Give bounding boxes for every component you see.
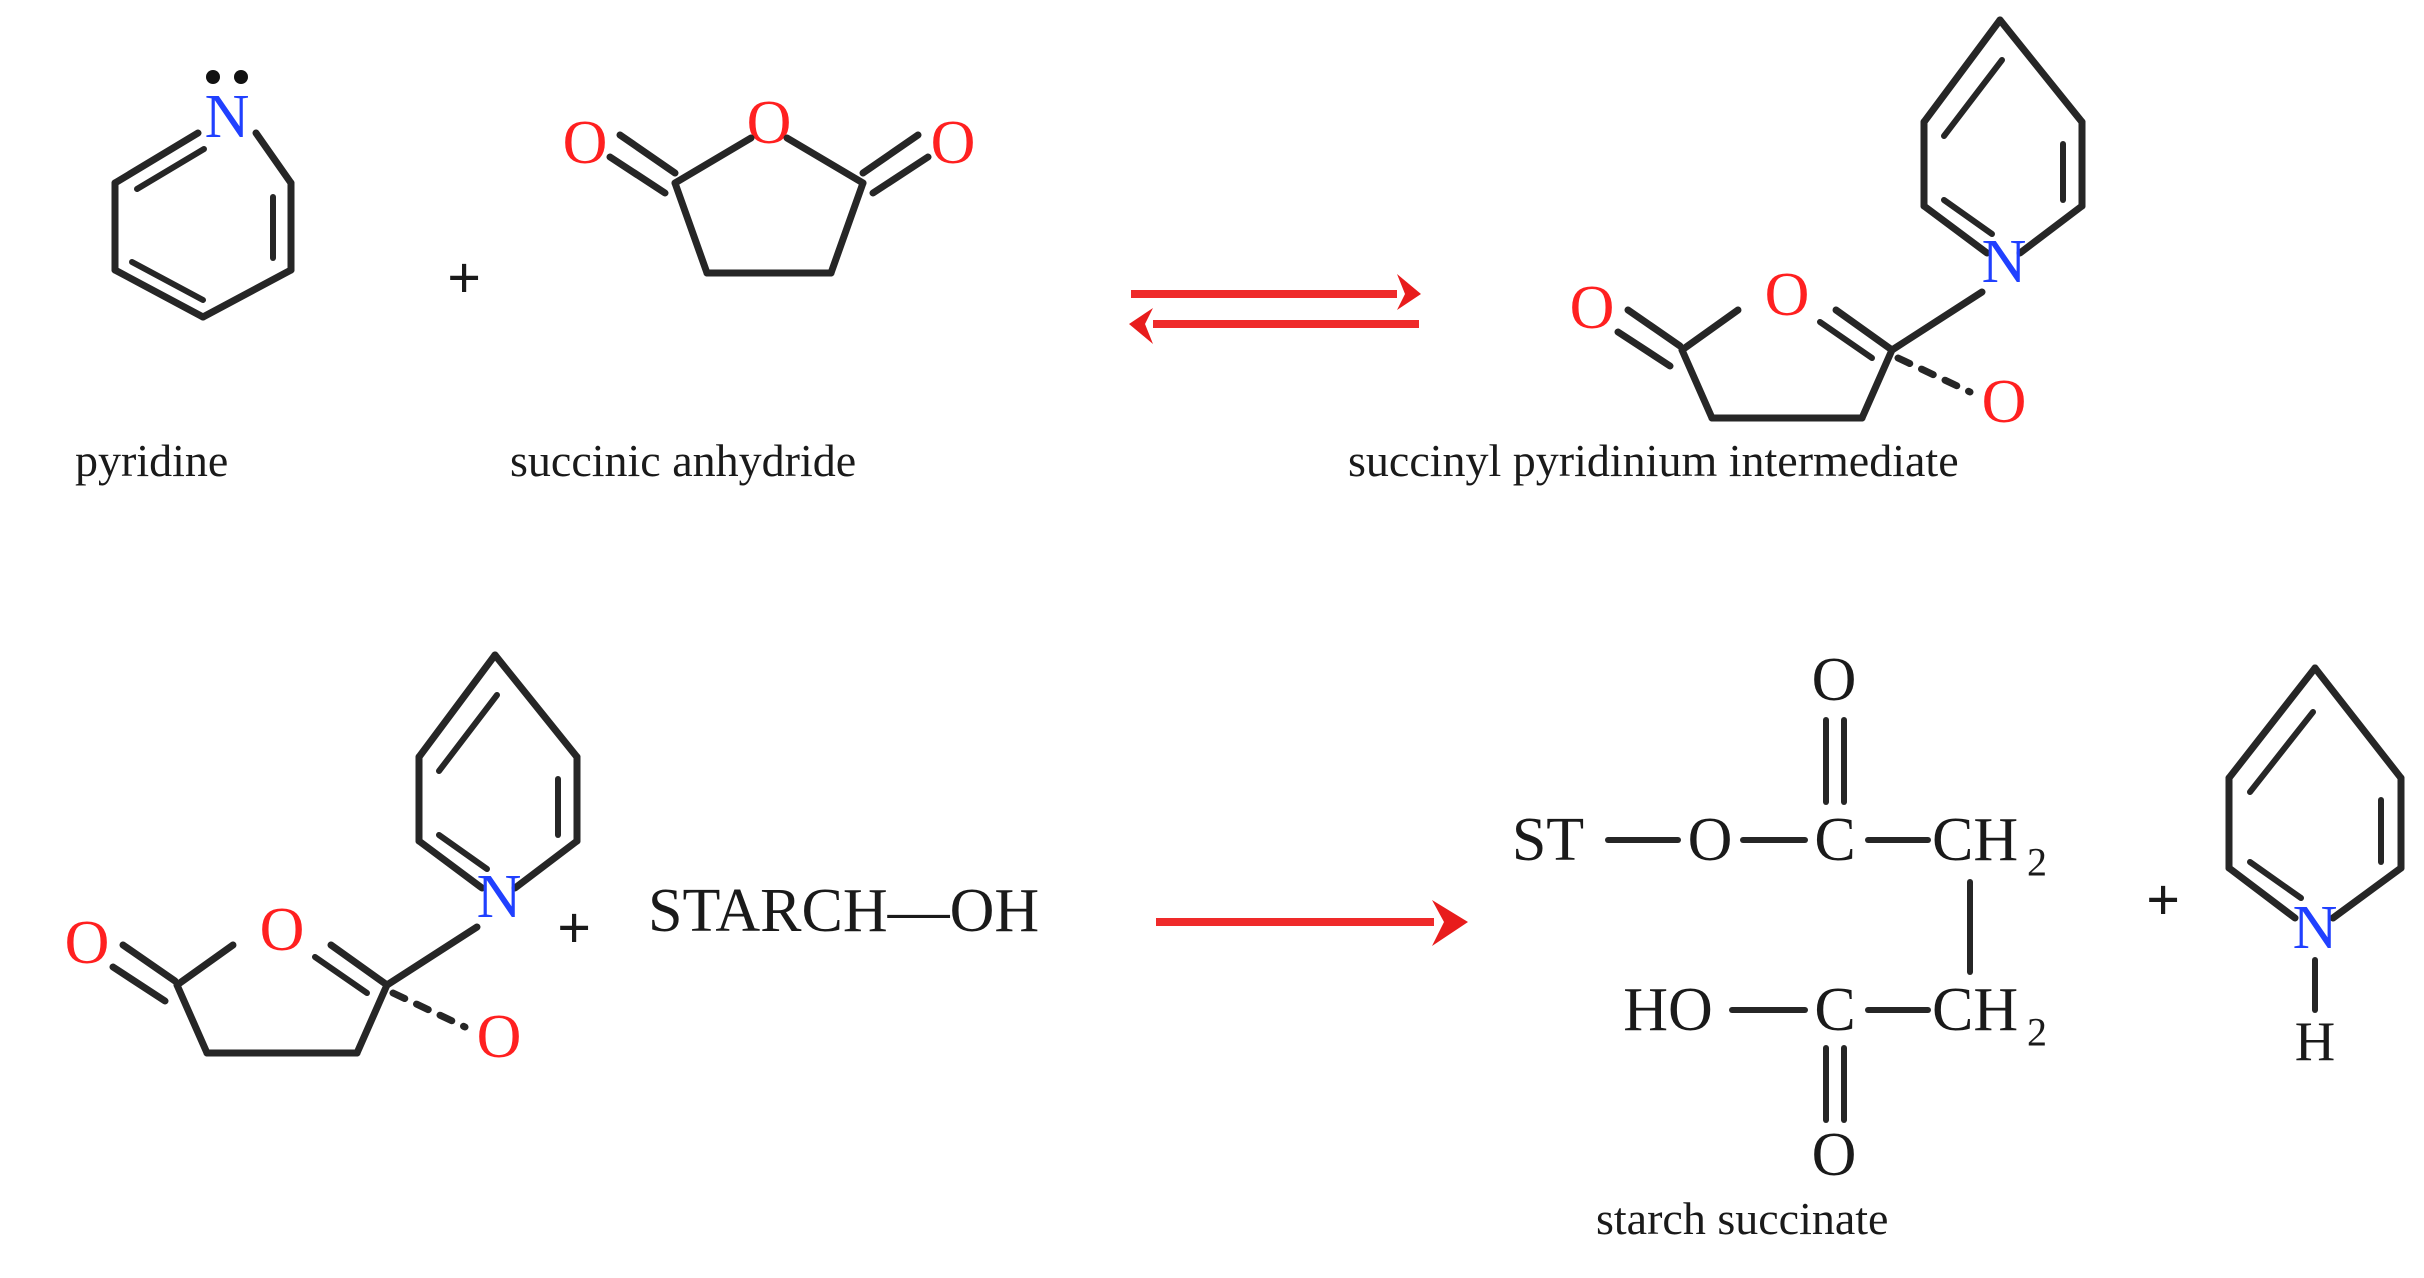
- alkoxide-oxygen-label: O: [1982, 368, 2027, 436]
- carbonyl-oxygen-label: O: [65, 909, 110, 977]
- carbonyl-top-oxygen-label: O: [1812, 646, 1857, 714]
- plus-sign-row2-right: +: [2146, 867, 2181, 933]
- ring-oxygen-label: O: [747, 89, 792, 157]
- pyridinium-ring-bonds: [1920, 16, 2086, 257]
- starch-succinate-caption: starch succinate: [1596, 1193, 1889, 1244]
- carbonyl-double-bond-b: [1614, 328, 1674, 370]
- hydrogen-label: H: [2295, 1011, 2335, 1073]
- nitrogen-label: N: [205, 83, 250, 151]
- ch2-top-subscript: 2: [2027, 840, 2047, 885]
- pyridine-structure: N: [70, 55, 330, 335]
- succinic-anhydride-caption: succinic anhydride: [510, 435, 857, 486]
- arrow-head-right: [1432, 900, 1468, 946]
- succinic-anhydride-structure: O O O: [555, 89, 985, 285]
- carbonyl-double-bond-b: [109, 963, 169, 1005]
- ch2-bottom-subscript: 2: [2027, 1010, 2047, 1055]
- pyridinium-nitrogen-label: N: [1982, 228, 2027, 296]
- ring-oxygen-label: O: [1765, 261, 1810, 329]
- arrow-head-left: [1129, 308, 1153, 344]
- carbonyl-double-bond-a: [119, 941, 179, 985]
- ester-oxygen-label: O: [1688, 806, 1733, 874]
- oxolanone-ring-bonds: [173, 941, 391, 1057]
- pyridinium-ring-bonds: [2225, 664, 2405, 922]
- equilibrium-arrow-row1: [1125, 258, 1425, 358]
- carbonyl-oxygen-label: O: [1570, 274, 1615, 342]
- pyridinium-byproduct-structure: N H: [2215, 650, 2424, 1080]
- n-c-bond: [383, 923, 481, 989]
- starch-succinate-structure: O ST O C CH 2 HO C CH 2 O: [1500, 646, 2110, 1189]
- plus-sign-row2-left: +: [557, 895, 592, 961]
- succinyl-pyridinium-caption: succinyl pyridinium intermediate: [1348, 435, 1959, 486]
- hydroxyl-label: HO: [1623, 976, 1713, 1044]
- pyridine-caption: pyridine: [75, 435, 229, 486]
- dashed-bond-to-oxygen: [1894, 354, 1974, 396]
- alkoxide-oxygen-label: O: [477, 1003, 522, 1071]
- ch2-top-label: CH: [1932, 806, 2018, 874]
- n-c-bond: [1888, 288, 1986, 354]
- dashed-bond-to-oxygen: [389, 989, 469, 1031]
- carbonyl-oxygen-right-label: O: [931, 109, 976, 177]
- ring-oxygen-label: O: [260, 896, 305, 964]
- oxolanone-ring-bonds: [1678, 306, 1896, 422]
- carbonyl-double-bond-a: [1624, 306, 1684, 350]
- succinyl-pyridinium-intermediate-structure: N O O O: [1500, 10, 2140, 436]
- plus-sign-row1: +: [447, 245, 482, 311]
- carbonyl-top-carbon-label: C: [1814, 806, 1855, 874]
- carbonyl-bottom-carbon-label: C: [1814, 976, 1855, 1044]
- pyridinium-nitrogen-label: N: [2293, 894, 2338, 962]
- starch-label: ST: [1512, 806, 1584, 874]
- arrow-head-right: [1397, 274, 1421, 310]
- pyridinium-ring-bonds: [415, 651, 581, 892]
- lone-pair-dot-right: [234, 70, 248, 84]
- reaction-arrow-row2: [1152, 890, 1472, 960]
- pyridinium-nitrogen-label: N: [477, 863, 522, 931]
- ch2-bottom-label: CH: [1932, 976, 2018, 1044]
- pyridine-ring-bonds: [111, 129, 295, 321]
- carbonyl-bottom-oxygen-label: O: [1812, 1121, 1857, 1189]
- starch-oh-formula: STARCH—OH: [648, 877, 1040, 945]
- anhydride-ring-bonds: [606, 131, 932, 277]
- lone-pair-dot-left: [206, 70, 220, 84]
- succinyl-pyridinium-reactant-structure: N O O O: [0, 640, 635, 1071]
- carbonyl-oxygen-left-label: O: [563, 109, 608, 177]
